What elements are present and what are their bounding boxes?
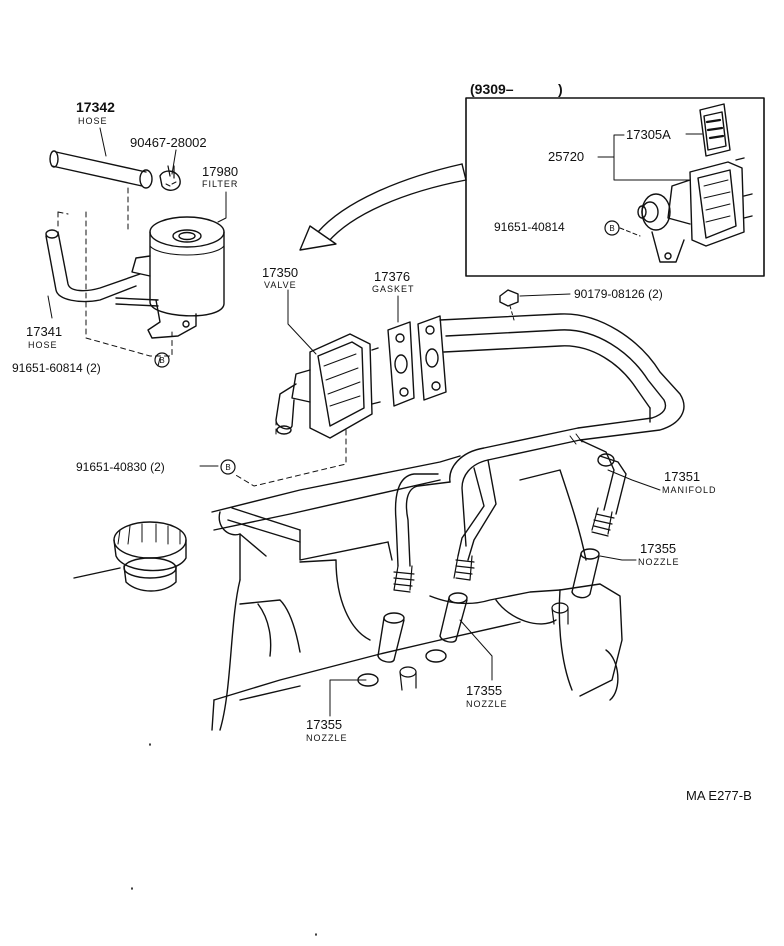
engine-head-icon bbox=[73, 455, 623, 731]
callout-name-17355-left: NOZZLE bbox=[306, 733, 348, 743]
callout-number-91651-40830: 91651-40830 (2) bbox=[76, 460, 165, 474]
inset-header: (9309– bbox=[470, 81, 514, 97]
callout-name-17350: VALVE bbox=[264, 280, 297, 290]
callout-number-91651-60814: 91651-60814 (2) bbox=[12, 361, 101, 375]
leader-lines bbox=[47, 127, 661, 717]
oil-cap-icon bbox=[113, 521, 187, 592]
callout-name-17376: GASKET bbox=[372, 284, 415, 294]
callout-number-90179: 90179-08126 (2) bbox=[574, 287, 663, 301]
manifold-flange-icon bbox=[417, 315, 447, 401]
gasket-17305a-icon bbox=[699, 103, 731, 157]
callout-name-17980: FILTER bbox=[202, 179, 239, 189]
b-marker-label-2: B bbox=[225, 463, 230, 472]
callout-number-91651-40814: 91651-40814 bbox=[494, 220, 565, 234]
nozzle-17355-right-icon bbox=[571, 548, 600, 599]
b-marker-label-3: B bbox=[609, 224, 614, 233]
callout-number-17355-left: 17355 bbox=[306, 717, 343, 732]
bolt-90179-icon bbox=[499, 289, 519, 321]
callout-name-17351: MANIFOLD bbox=[662, 485, 717, 495]
callout-name-17342: HOSE bbox=[78, 116, 108, 126]
callout-name-17341: HOSE bbox=[28, 340, 58, 350]
callout-number-25720: 25720 bbox=[548, 149, 585, 164]
valve-25720-icon bbox=[637, 157, 753, 263]
figure-code: MA E277-B bbox=[686, 788, 752, 803]
callout-number-90467: 90467-28002 bbox=[130, 135, 207, 150]
callout-number-17341: 17341 bbox=[26, 324, 63, 339]
scan-specks bbox=[131, 743, 317, 936]
callout-number-17305a: 17305A bbox=[626, 127, 671, 142]
filter-17980-icon bbox=[115, 216, 225, 339]
clip-90467-icon bbox=[159, 165, 181, 191]
inset-header-close: ) bbox=[558, 81, 563, 97]
callout-number-17342: 17342 bbox=[76, 99, 115, 115]
nozzle-17355-mid-icon bbox=[425, 592, 468, 663]
callout-name-17355-right: NOZZLE bbox=[638, 557, 680, 567]
gasket-17376-icon bbox=[387, 321, 415, 407]
callout-number-17980: 17980 bbox=[202, 164, 239, 179]
manifold-17351-icon bbox=[394, 313, 685, 567]
valve-17350-icon bbox=[275, 333, 381, 439]
hose-coupling-icon bbox=[393, 507, 615, 593]
nozzle-17355-left-icon bbox=[357, 612, 405, 687]
b-marker-label-1: B bbox=[159, 356, 164, 365]
callout-number-17350: 17350 bbox=[262, 265, 299, 280]
indicator-arrow-icon bbox=[299, 163, 467, 251]
callout-number-17355-mid: 17355 bbox=[466, 683, 503, 698]
hose-17342-icon bbox=[49, 150, 153, 189]
b-marker-icon bbox=[154, 220, 620, 475]
hose-17341-icon bbox=[45, 229, 141, 303]
callout-number-17351: 17351 bbox=[664, 469, 701, 484]
inset-frame bbox=[465, 97, 765, 277]
callout-name-17355-mid: NOZZLE bbox=[466, 699, 508, 709]
bolt-holes-icon bbox=[399, 602, 569, 691]
callout-number-17355-right: 17355 bbox=[640, 541, 677, 556]
callout-number-17376: 17376 bbox=[374, 269, 411, 284]
